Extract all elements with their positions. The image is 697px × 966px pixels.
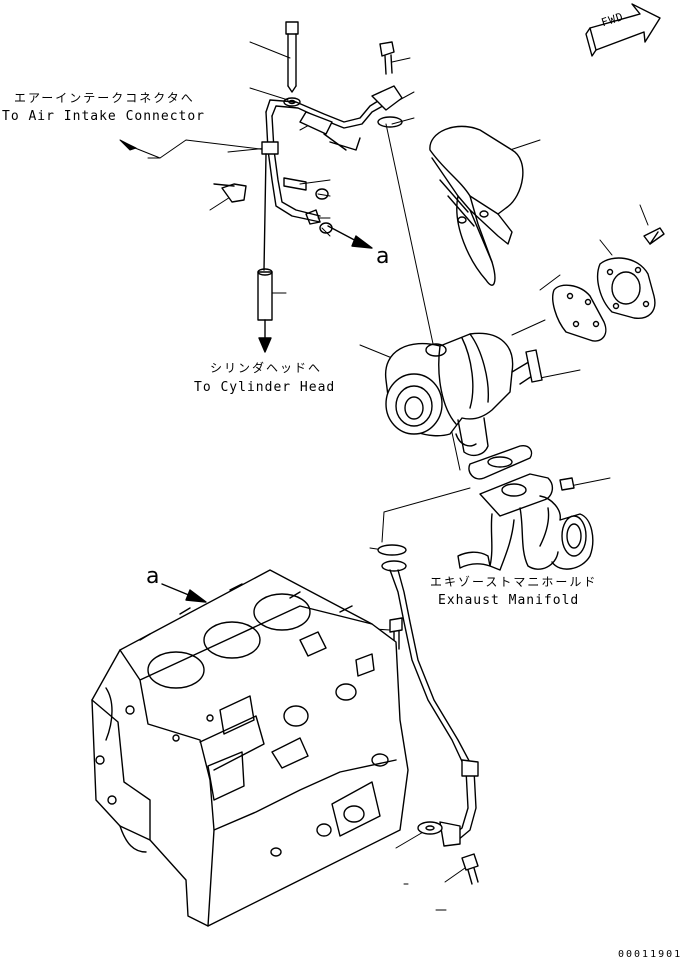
ref-a-lower: a <box>146 564 161 589</box>
air-intake-label-en: To Air Intake Connector <box>2 109 206 124</box>
exhaust-manifold-label-ja: エキゾーストマニホールド <box>430 575 598 589</box>
bottom-marks <box>404 884 446 910</box>
gasket-plates <box>553 228 664 341</box>
ref-a-lower-arrow <box>162 584 206 602</box>
drawing-number: 00011901 <box>618 949 683 960</box>
ref-a-upper: a <box>376 244 391 269</box>
cylinder-head-label-ja: シリンダヘッドへ <box>210 361 323 375</box>
cylinder-head-tube <box>258 154 272 352</box>
turbocharger <box>386 333 542 455</box>
exhaust-manifold-label-en: Exhaust Manifold <box>438 593 580 608</box>
side-bolts <box>214 178 332 233</box>
heat-shield <box>430 126 523 285</box>
air-intake-label-ja: エアーインテークコネクタへ <box>14 91 195 105</box>
air-intake-leader <box>120 140 268 158</box>
leader-lines <box>210 42 648 882</box>
banjo-bolt-icon <box>284 22 300 106</box>
cylinder-head-label-en: To Cylinder Head <box>194 380 336 395</box>
fwd-arrow-icon <box>586 4 660 56</box>
exhaust-manifold <box>458 474 593 570</box>
turbo-gasket <box>469 446 532 479</box>
oil-return-tube <box>378 545 478 884</box>
tube-bolt-icon <box>372 42 402 127</box>
drain-line <box>382 124 470 542</box>
ref-a-arrow <box>328 226 372 248</box>
cylinder-block <box>92 570 408 926</box>
oil-supply-tube <box>262 96 390 222</box>
